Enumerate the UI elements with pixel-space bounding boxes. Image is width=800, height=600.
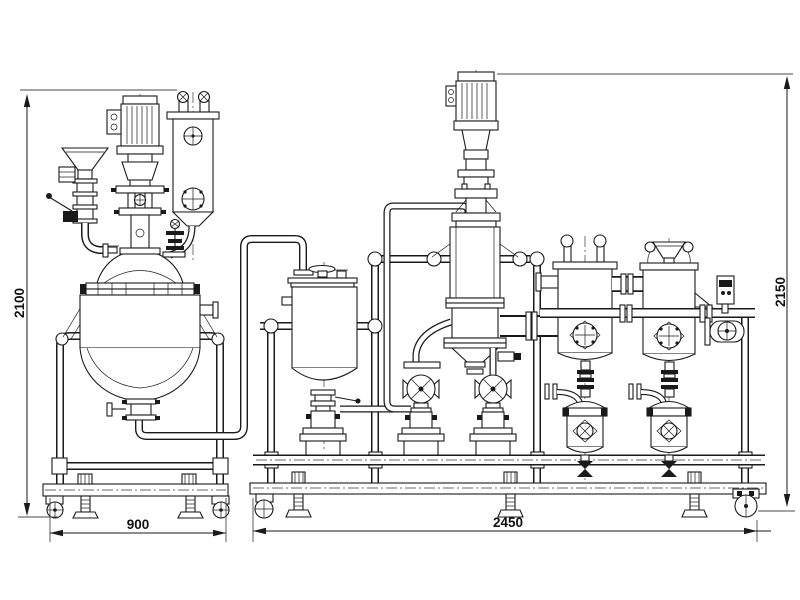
dim-label-2100: 2100 [12,288,27,318]
dim-label-2450: 2450 [493,515,523,530]
sight-glass [569,320,601,350]
feed-pump [299,405,347,455]
dimension-left-width: 900 [49,498,227,542]
caster-wheel [254,488,760,519]
reactor-vessel [79,245,219,402]
leveling-foot [285,493,708,518]
receiver-pot-2 [628,370,692,477]
lever-valve [46,193,78,222]
anchor-bolt [291,471,702,484]
charging-funnel [652,241,686,264]
tank-bottom-valve [310,389,361,407]
drive-motor [445,71,499,214]
bottom-valve [106,398,160,421]
receiver-pot-1 [544,370,608,477]
feed-hopper [58,147,110,224]
sight-glass [181,126,205,211]
transfer-pipe [135,235,314,440]
dimension-right-height: 2150 [497,73,795,512]
discharge-pump-1 [397,374,445,455]
discharge-branch-left [403,318,453,369]
control-box [716,275,735,314]
leveling-foot [72,495,204,519]
evaporator-column [431,212,521,375]
filter-vessel-1 [535,234,618,371]
dim-label-900: 900 [127,517,150,532]
vapor-duct [500,311,558,341]
filter-support-rail [540,304,755,323]
terminal-box [106,109,122,135]
outlet-pump [704,317,745,346]
dim-label-2150: 2150 [773,277,788,307]
gear-reducer [121,153,159,187]
hopper-drop-pipe [81,223,109,258]
clamp-block [58,166,76,183]
side-nozzle [199,304,214,316]
anchor-bolt [77,473,197,485]
caster-wheel [45,495,230,519]
mechanical-seal [111,185,169,255]
vent-valve [162,218,186,258]
main-skid [249,454,767,519]
receiver-tank [281,264,361,455]
dimension-left-height: 2100 [12,89,177,518]
discharge-pump-2 [469,374,517,455]
condenser [166,90,220,259]
sight-glass [653,321,685,351]
crossover-duct [612,273,643,295]
dimension-right-width: 2450 [252,498,771,542]
agitator-motor [106,95,164,155]
